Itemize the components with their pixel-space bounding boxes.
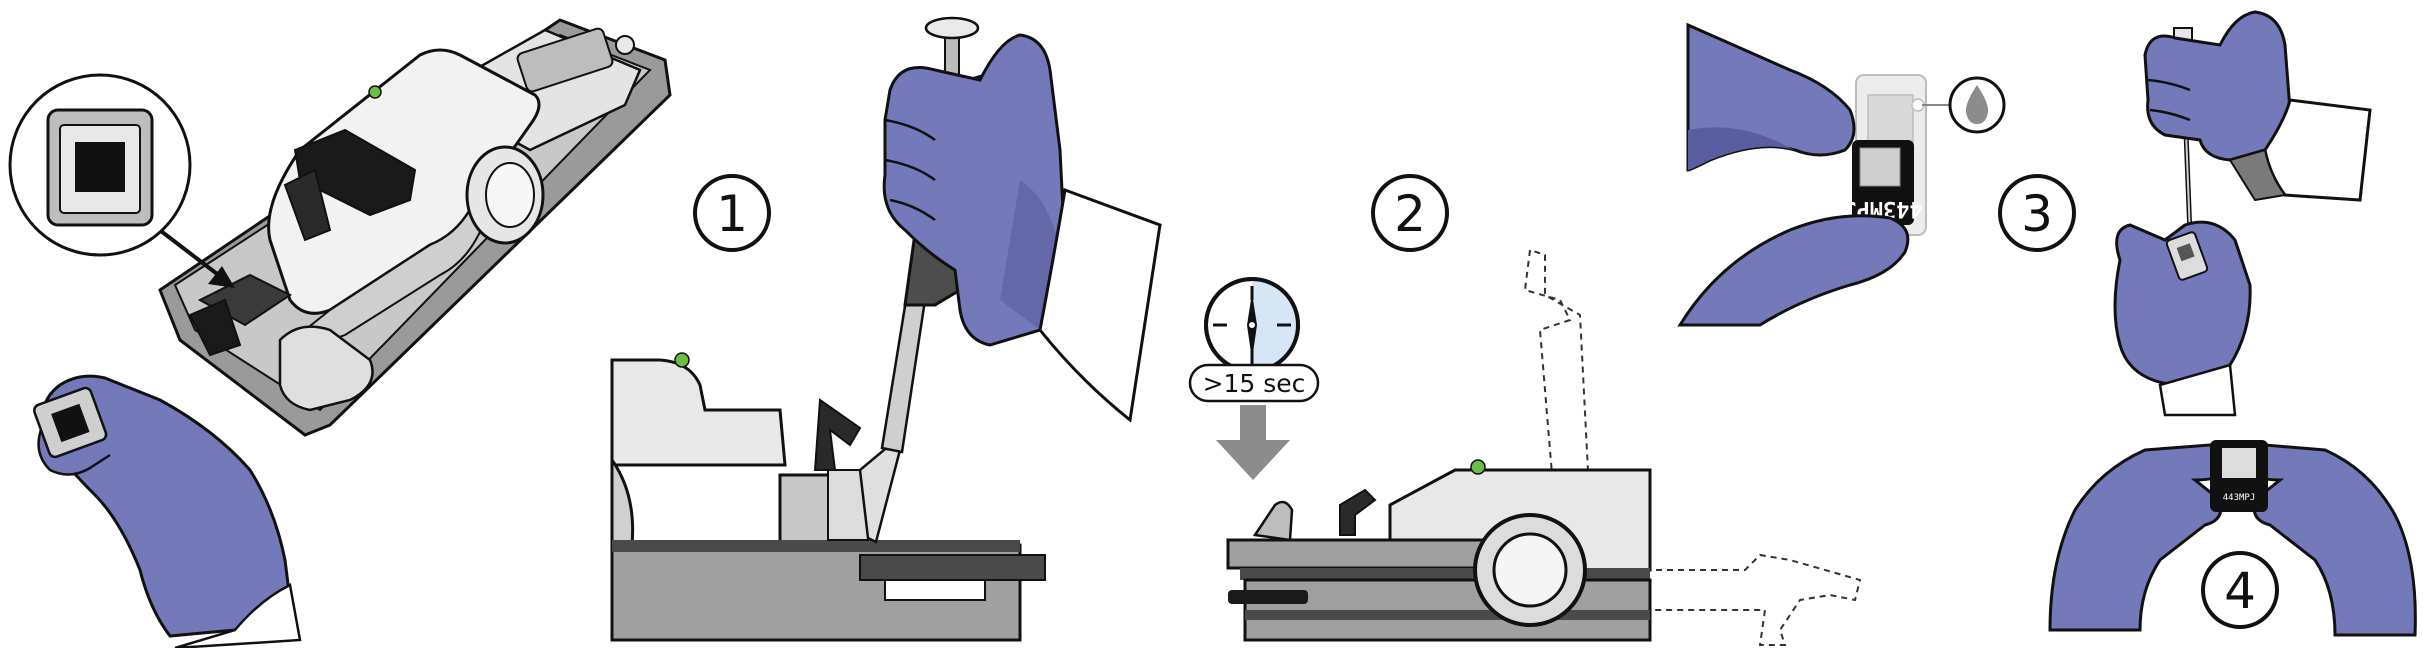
device-rail-button: [616, 36, 634, 54]
step-1-label: 1: [716, 185, 748, 243]
clip-side-panel-b: [815, 400, 860, 470]
pipette-plunger-cap: [926, 18, 978, 38]
clock-icon: [1206, 279, 1298, 371]
chip-window-panel-f: [2222, 448, 2256, 478]
pipette-tip: [860, 445, 900, 542]
chip-label-window: [1860, 148, 1900, 186]
glove-thumb-bottom-panel-d: [1680, 216, 1908, 325]
sleeve-panel-b: [1040, 190, 1160, 420]
clip-side-panel-c: [1340, 490, 1375, 535]
pipette-shaft: [882, 300, 925, 452]
device-side-rail: [860, 555, 1045, 580]
sliding-arm-base: [1240, 568, 1650, 580]
step-2-label: 2: [1394, 185, 1426, 243]
down-arrow-icon: [1216, 405, 1290, 480]
led-indicator: [369, 86, 381, 98]
panel-step-4: 443MPJ 4: [2050, 440, 2415, 635]
water-drop-icon: [1950, 78, 2004, 132]
device-side-slot: [885, 580, 985, 600]
roller-inner-panel-c: [1494, 534, 1566, 606]
led-side-panel-b: [675, 353, 689, 367]
step-4-label: 4: [2224, 562, 2256, 620]
device-side-upper: [612, 360, 785, 465]
panel-step-1: 1: [612, 18, 1160, 640]
panel-device-overview: [10, 20, 670, 648]
chip-id-text-small: 443MPJ: [2223, 493, 2256, 503]
led-side-panel-c: [1471, 460, 1485, 474]
step-3-label: 3: [2021, 185, 2053, 243]
panel-step-3: 3: [2000, 12, 2370, 415]
magnified-chip-window: [75, 142, 125, 192]
device-side-stripe: [612, 540, 1020, 552]
panel-chip-id: 443MPJ: [1680, 25, 2004, 325]
glove-hand-top-panel-e: [2145, 12, 2290, 160]
lifted-flap-panel-c: [1255, 502, 1292, 540]
black-pad-panel-c: [1228, 590, 1308, 604]
device-roller-inner: [486, 163, 534, 227]
timer-badge-text: >15 sec: [1203, 369, 1306, 398]
device-base-stripe-c: [1245, 610, 1650, 620]
